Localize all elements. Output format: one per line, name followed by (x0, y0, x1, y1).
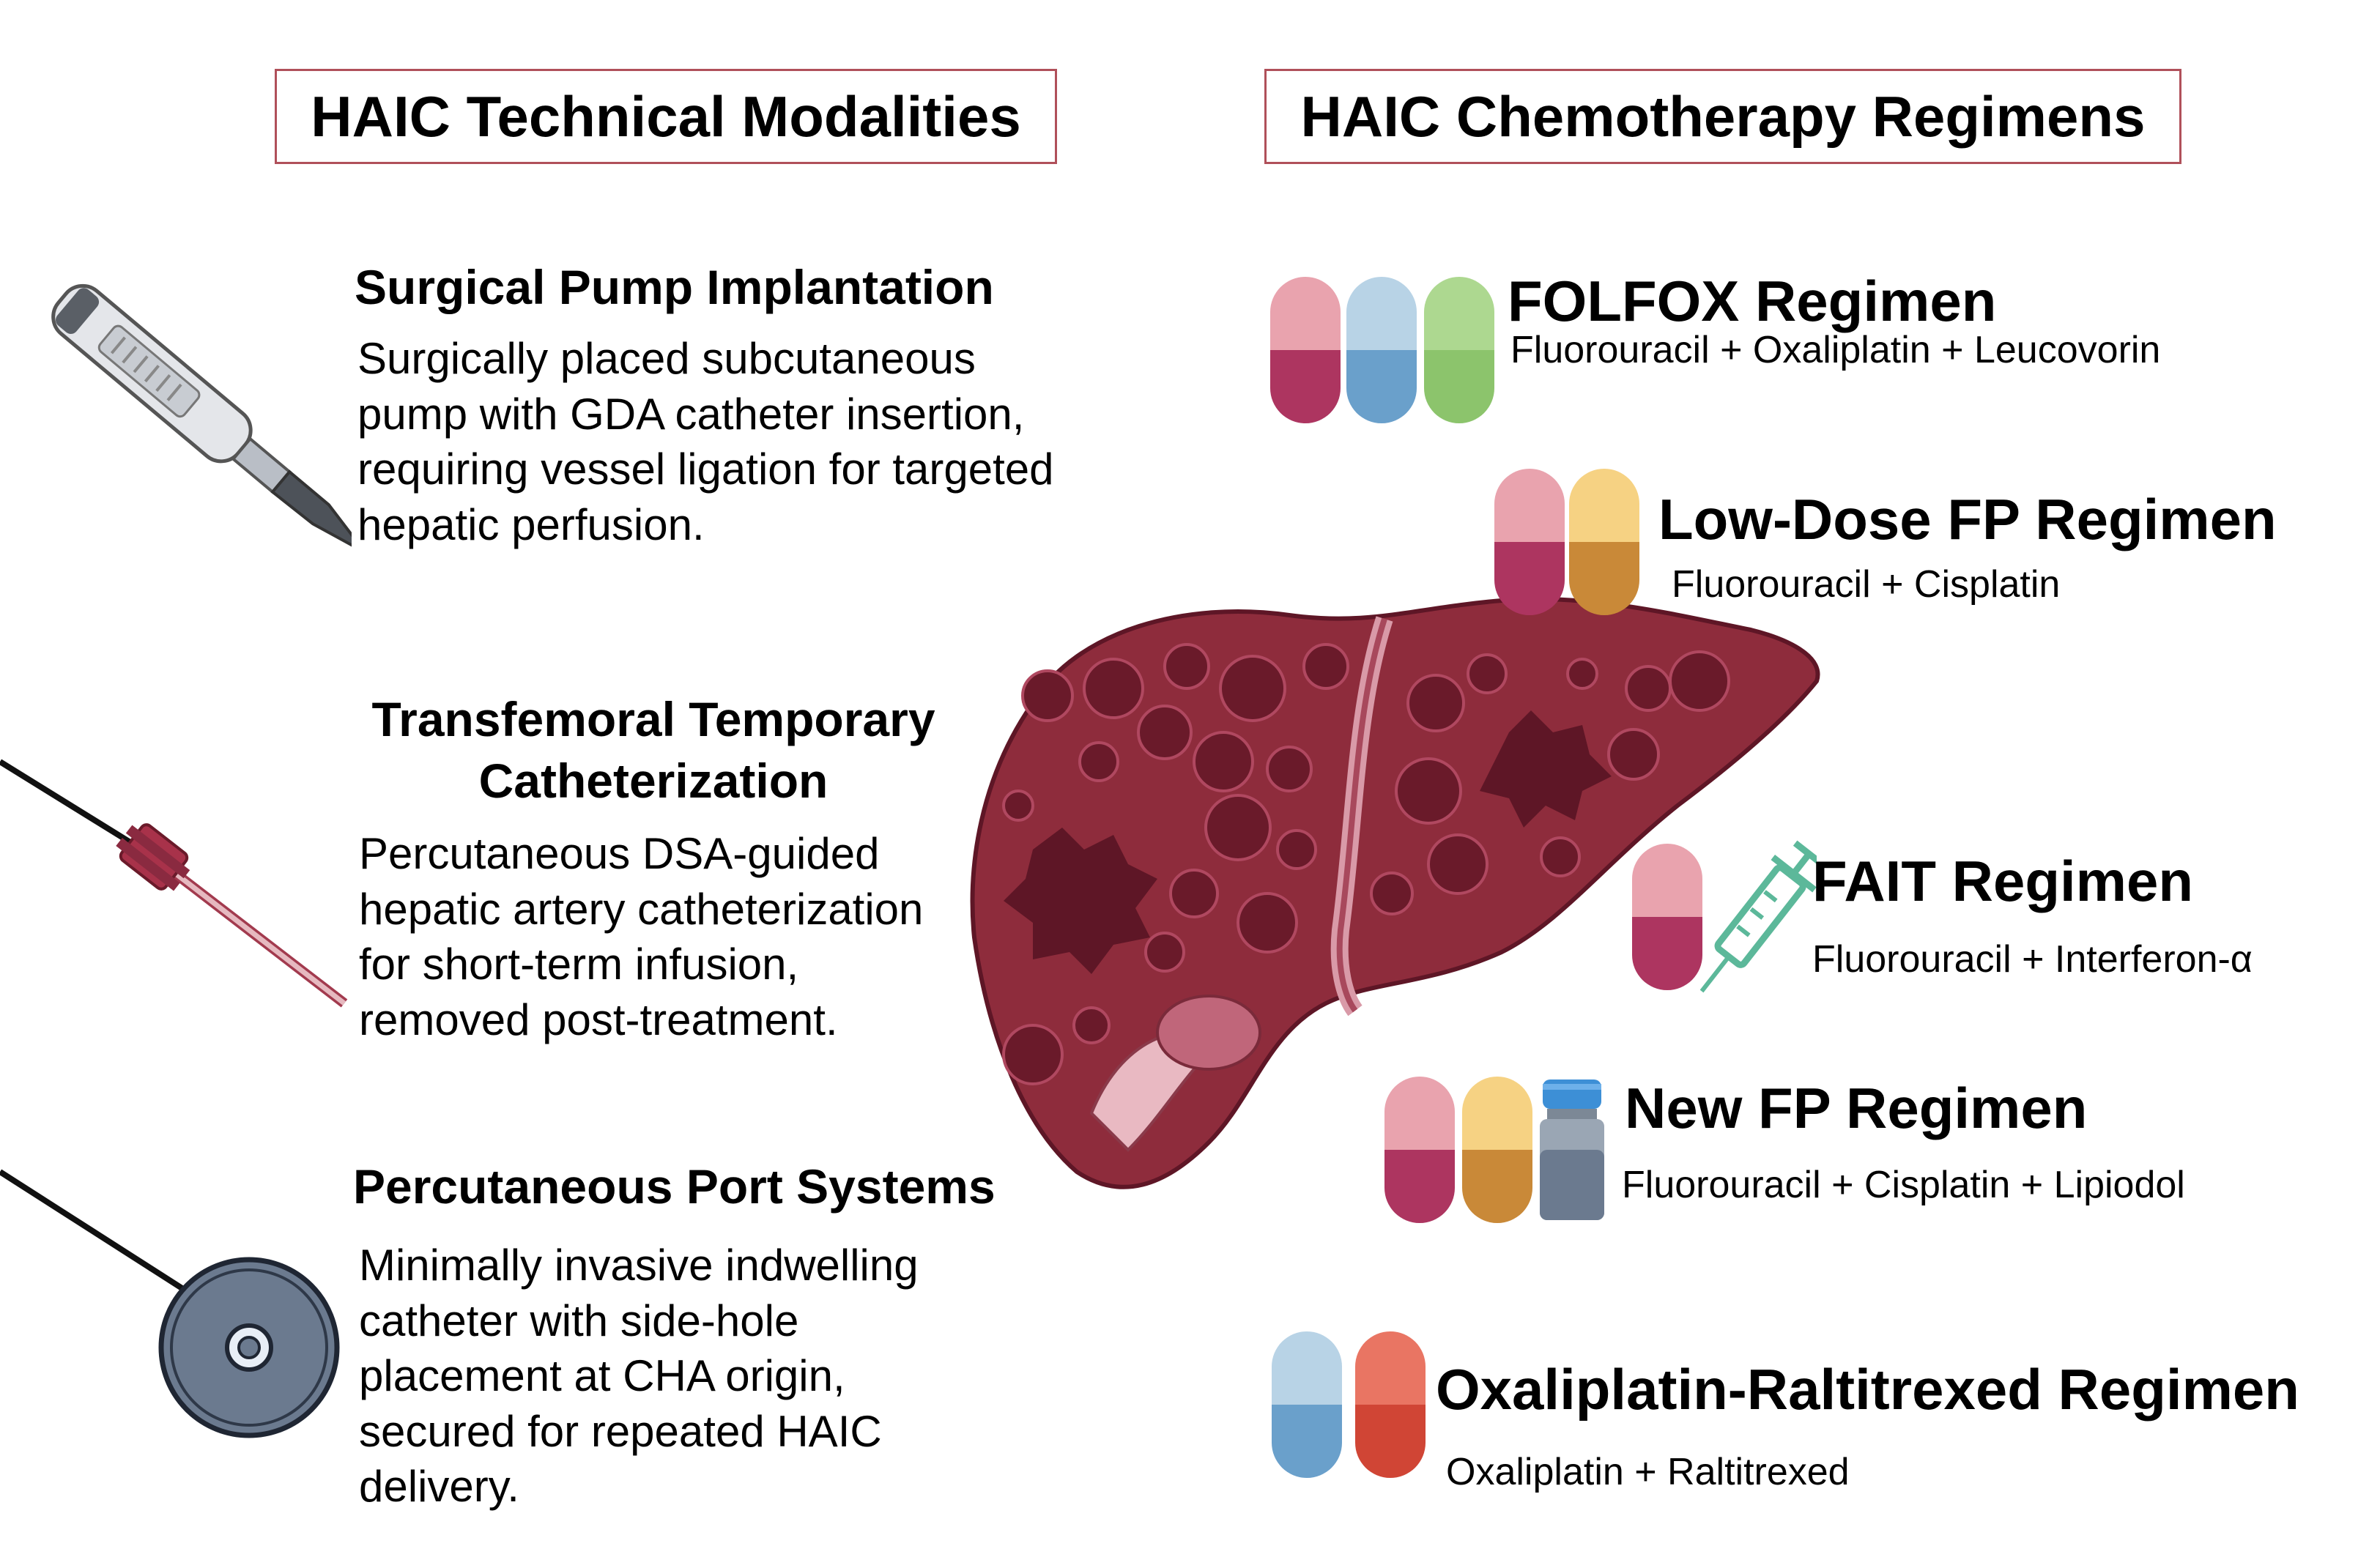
regimen-2-title: Low-Dose FP Regimen (1658, 487, 2277, 551)
regimen-4-drugs: Fluorouracil + Cisplatin + Lipiodol (1622, 1164, 2185, 1206)
modality-1-description: Surgically placed subcutaneous pump with… (357, 331, 1054, 552)
regimens-header: HAIC Chemotherapy Regimens (1264, 69, 2181, 164)
regimen-4-title: New FP Regimen (1625, 1076, 2088, 1140)
blue-capsule-icon (1346, 277, 1417, 423)
desc-line: removed post-treatment. (359, 995, 838, 1044)
modalities-header: HAIC Technical Modalities (275, 69, 1057, 164)
desc-line: pump with GDA catheter insertion, (357, 389, 1025, 439)
regimen-2-drugs: Fluorouracil + Cisplatin (1672, 563, 2061, 606)
desc-line: Surgically placed subcutaneous (357, 334, 976, 383)
desc-line: requiring vessel ligation for targeted (357, 445, 1054, 494)
pink-capsule-icon (1494, 469, 1565, 615)
modality-1-title-line: Surgical Pump Implantation (355, 260, 994, 314)
modality-3-title-line: Percutaneous Port Systems (353, 1159, 996, 1214)
desc-line: for short-term infusion, (359, 940, 799, 989)
pink-capsule-icon (1384, 1077, 1455, 1223)
regimen-5-drugs: Oxaliplatin + Raltitrexed (1446, 1451, 1850, 1493)
green-capsule-icon (1424, 277, 1494, 423)
modality-1-title: Surgical Pump Implantation (355, 256, 994, 318)
regimen-3-drugs: Fluorouracil + Interferon-α (1812, 938, 2253, 981)
modality-2-description: Percutaneous DSA-guided hepatic artery c… (359, 826, 923, 1047)
modality-2-title-line: Transfemoral Temporary (371, 692, 935, 746)
regimen-1-title: FOLFOX Regimen (1508, 269, 1997, 333)
catheter-icon (0, 759, 348, 1008)
pink-capsule-icon (1270, 277, 1341, 423)
modality-3-title: Percutaneous Port Systems (353, 1156, 996, 1217)
liver-icon (970, 597, 1820, 1189)
desc-line: placement at CHA origin, (359, 1351, 845, 1401)
desc-line: delivery. (359, 1462, 519, 1512)
desc-line: secured for repeated HAIC (359, 1406, 882, 1456)
orange-capsule-icon (1569, 469, 1639, 615)
desc-line: hepatic artery catheterization (359, 884, 924, 934)
blue-capsule-icon (1272, 1331, 1342, 1478)
modality-2-title: Transfemoral Temporary Catheterization (356, 688, 951, 812)
regimen-5-title: Oxaliplatin-Raltitrexed Regimen (1436, 1357, 2299, 1422)
regimen-3-title: FAIT Regimen (1812, 849, 2194, 913)
modality-3-description: Minimally invasive indwelling catheter w… (359, 1238, 919, 1515)
desc-line: Minimally invasive indwelling (359, 1241, 919, 1290)
vial-icon (1540, 1080, 1604, 1220)
pink-capsule-icon (1632, 844, 1702, 990)
scalpel-icon (51, 283, 352, 554)
port-icon (0, 1169, 340, 1438)
orange-capsule-icon (1462, 1077, 1532, 1223)
desc-line: hepatic perfusion. (357, 499, 705, 549)
modality-2-title-line: Catheterization (478, 754, 828, 809)
desc-line: catheter with side-hole (359, 1296, 799, 1345)
syringe-icon (1699, 840, 1817, 993)
regimen-1-drugs: Fluorouracil + Oxaliplatin + Leucovorin (1510, 329, 2161, 371)
red-capsule-icon (1355, 1331, 1426, 1478)
desc-line: Percutaneous DSA-guided (359, 829, 880, 878)
